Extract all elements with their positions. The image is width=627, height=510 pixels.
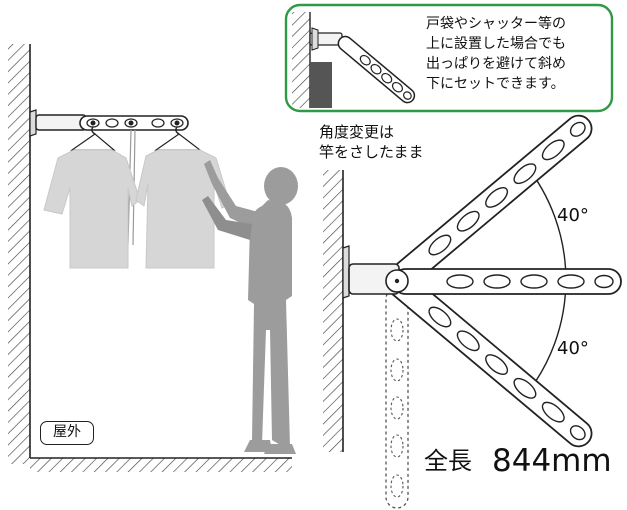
inset-tilted-arm [337,35,416,104]
arm-lower-40deg [385,269,593,448]
hanging-shirt-left [43,126,141,269]
angle-change-caption: 角度変更は 竿をさしたまま [319,123,424,161]
left-floor [30,457,292,472]
inset-note: 戸袋やシャッター等の 上に設置した場合でも 出っぱりを避けて斜め 下にセットでき… [426,16,566,92]
arm-horizontal [342,245,622,299]
pivot-joint [385,269,409,293]
left-wall [8,44,31,464]
hanging-shirt-right [135,126,231,269]
inset-panel [284,3,614,113]
angle-upper-label: 40° [557,205,589,226]
outdoor-label: 屋外 [40,421,94,445]
folded-arm-dashed [385,287,409,509]
total-length-value: 844mm [492,443,612,479]
total-length-label: 全長 [424,447,472,475]
left-rack-arm [29,109,189,137]
right-wall [323,170,344,452]
person-silhouette [202,160,298,454]
angle-lower-label: 40° [557,338,589,359]
